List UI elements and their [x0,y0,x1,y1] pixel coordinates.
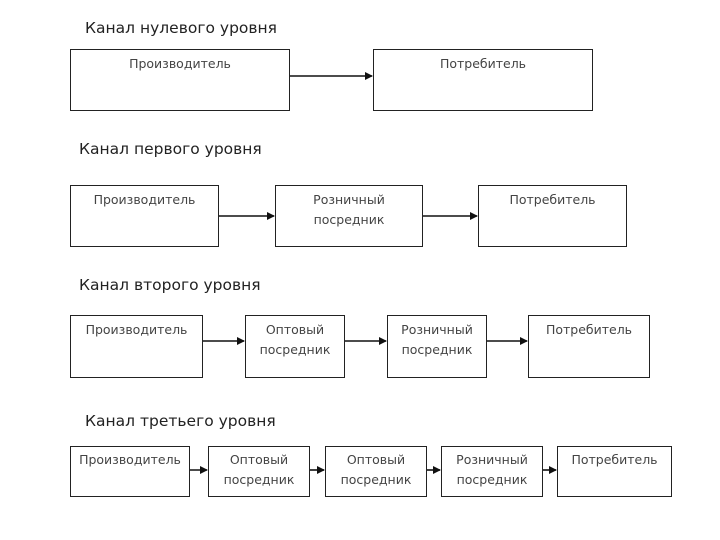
node-label: Производитель [129,56,231,71]
channel-0-node-producer: Производитель [70,49,290,111]
node-label: Оптовый посредник [223,452,295,487]
node-label: Производитель [79,452,181,467]
node-label: Оптовый посредник [340,452,412,487]
node-label: Розничный посредник [401,322,473,357]
node-label: Розничный посредник [313,192,385,227]
node-label: Потребитель [509,192,596,207]
channel-3-node-producer: Производитель [70,446,190,497]
channel-1-title: Канал первого уровня [79,140,262,158]
node-label: Потребитель [545,322,633,337]
channel-3-node-wholesaler-2: Оптовый посредник [325,446,427,497]
channel-0-title: Канал нулевого уровня [85,19,277,37]
channel-2-node-wholesaler: Оптовый посредник [245,315,345,378]
node-label: Оптовый посредник [259,322,331,357]
channel-1-node-retailer: Розничный посредник [275,185,423,247]
channel-3-title: Канал третьего уровня [85,412,276,430]
node-label: Потребитель [439,56,527,71]
node-label: Производитель [85,322,188,337]
channel-2-node-producer: Производитель [70,315,203,378]
channel-2-node-consumer: Потребитель [528,315,650,378]
channel-2-title: Канал второго уровня [79,276,261,294]
node-label: Розничный посредник [456,452,528,487]
channel-1-node-producer: Производитель [70,185,219,247]
channel-3-node-wholesaler-1: Оптовый посредник [208,446,310,497]
channel-3-node-consumer: Потребитель [557,446,672,497]
channel-3-node-retailer: Розничный посредник [441,446,543,497]
node-label: Производитель [93,192,196,207]
channel-1-node-consumer: Потребитель [478,185,627,247]
channel-2-node-retailer: Розничный посредник [387,315,487,378]
node-label: Потребитель [571,452,658,467]
channel-0-node-consumer: Потребитель [373,49,593,111]
